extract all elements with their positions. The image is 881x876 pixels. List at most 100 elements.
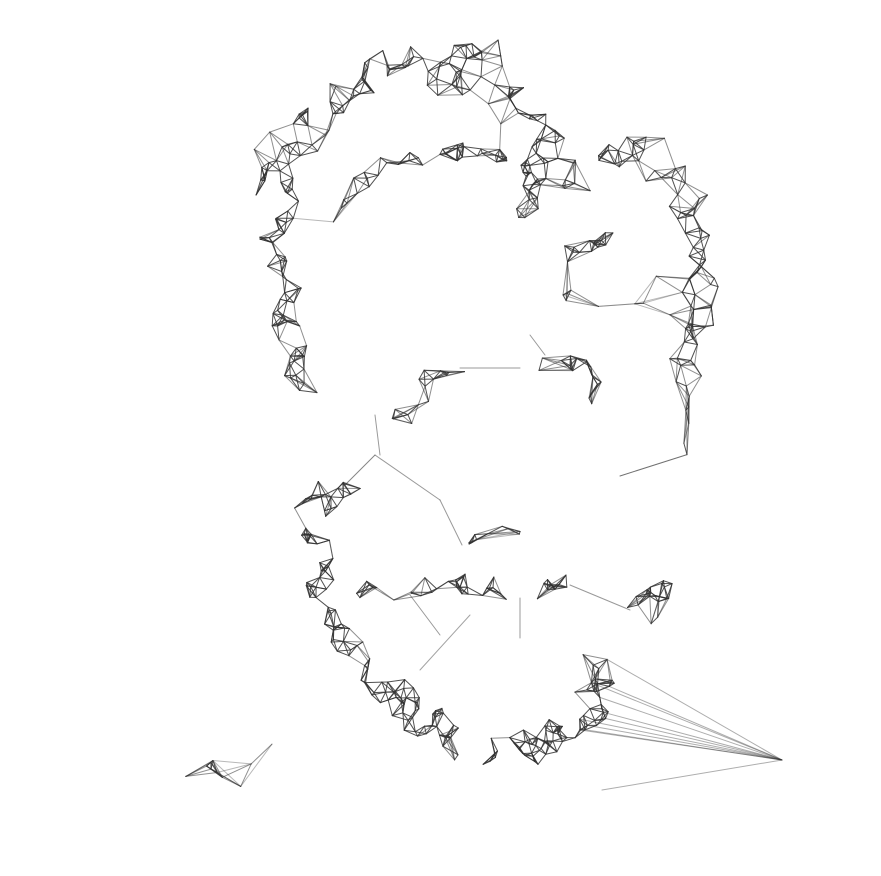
graph-edge — [547, 157, 559, 163]
graph-edge — [693, 215, 703, 232]
graph-edge — [353, 177, 358, 194]
graph-edge — [439, 147, 458, 155]
graph-edge — [284, 287, 302, 294]
graph-edge — [522, 173, 529, 187]
graph-edge — [460, 45, 467, 48]
graph-edge — [267, 265, 283, 272]
graph-edge — [310, 585, 327, 590]
graph-edge — [669, 305, 692, 316]
graph-edge — [704, 307, 712, 328]
graph-edge — [642, 275, 657, 304]
graph-edge — [335, 105, 344, 114]
graph-edge — [296, 141, 301, 157]
graph-edge — [336, 649, 352, 652]
graph-edge — [307, 125, 330, 131]
graph-edge — [540, 135, 560, 140]
graph-edge — [543, 579, 548, 584]
graph-edge — [474, 533, 489, 536]
graph-edge — [529, 334, 546, 356]
graph-edge — [296, 141, 319, 152]
graph-edge — [253, 131, 271, 150]
graph-edge — [435, 707, 443, 712]
graph-edge — [332, 639, 338, 652]
graph-edge — [487, 103, 502, 125]
graph-edge — [317, 481, 322, 498]
graph-edge — [284, 292, 288, 302]
graph-edge — [343, 192, 358, 201]
graph-edge — [557, 733, 568, 739]
graph-edge — [366, 580, 378, 589]
graph-edge — [442, 745, 456, 761]
graph-edge — [509, 86, 524, 89]
graph-edge — [518, 197, 538, 218]
graph-edge — [437, 94, 463, 96]
graph-edge — [337, 487, 344, 499]
graph-edge — [574, 690, 598, 693]
graph-edge — [565, 289, 572, 302]
graph-edge — [353, 90, 372, 97]
graph-edge — [372, 586, 395, 601]
graph-edge — [541, 355, 571, 359]
graph-edge — [493, 576, 502, 595]
graph-edge — [545, 124, 556, 131]
graph-edge — [694, 344, 698, 366]
graph-edge — [285, 217, 294, 223]
graph-edge — [359, 584, 370, 599]
graph-edge — [574, 691, 591, 710]
graph-edge — [481, 152, 497, 163]
graph-edge — [681, 278, 691, 293]
graph-edge — [495, 154, 507, 158]
graph-edge — [368, 174, 379, 188]
graph-edge — [307, 125, 313, 146]
graph-edge — [703, 249, 706, 261]
graph-edge — [353, 171, 365, 179]
graph-edge — [333, 609, 336, 628]
graph-edge — [456, 144, 465, 148]
graph-edge — [281, 146, 290, 165]
graph-edge — [524, 755, 534, 757]
graph-edge — [596, 718, 607, 726]
graph-edge — [365, 681, 383, 684]
graph-edge — [456, 586, 469, 595]
graph-edge — [463, 146, 482, 150]
graph-edge — [422, 57, 442, 63]
graph-edge — [562, 182, 576, 187]
graph-edge — [284, 375, 300, 391]
graph-edge — [586, 361, 593, 375]
graph-edge — [289, 141, 298, 155]
graph-edge — [550, 584, 568, 588]
graph-edge — [413, 687, 420, 699]
graph-edge — [594, 711, 604, 721]
graph-edge — [535, 138, 538, 154]
graph-edge — [471, 43, 475, 58]
graph-edge — [477, 148, 482, 157]
graph-edge — [657, 596, 660, 618]
graph-edge — [688, 255, 706, 261]
graph-edge — [455, 156, 463, 161]
graph-edge — [329, 101, 345, 114]
graph-edge — [681, 291, 695, 310]
graph-edge — [287, 143, 301, 157]
graph-edge — [282, 276, 286, 294]
graph-edge — [634, 303, 671, 316]
graph-edge — [371, 694, 381, 704]
graph-edge — [391, 408, 396, 419]
graph-edge — [677, 182, 686, 196]
graph-edge — [325, 496, 332, 517]
graph-edge — [480, 76, 496, 86]
graph-edge — [637, 591, 651, 606]
graph-edge — [588, 381, 602, 399]
graph-edge — [680, 208, 696, 214]
graph-edge — [448, 63, 457, 73]
graph-edge — [332, 207, 342, 223]
graph-edge — [685, 410, 688, 456]
graph-edge — [589, 708, 596, 721]
graph-edge — [536, 120, 547, 126]
graph-edge — [699, 249, 705, 266]
graph-edge — [364, 66, 369, 82]
graph-edge — [669, 358, 682, 366]
graph-edge — [583, 708, 591, 716]
graph-edge — [492, 587, 507, 600]
graph-edge — [481, 149, 501, 154]
graph-edge — [608, 685, 783, 761]
